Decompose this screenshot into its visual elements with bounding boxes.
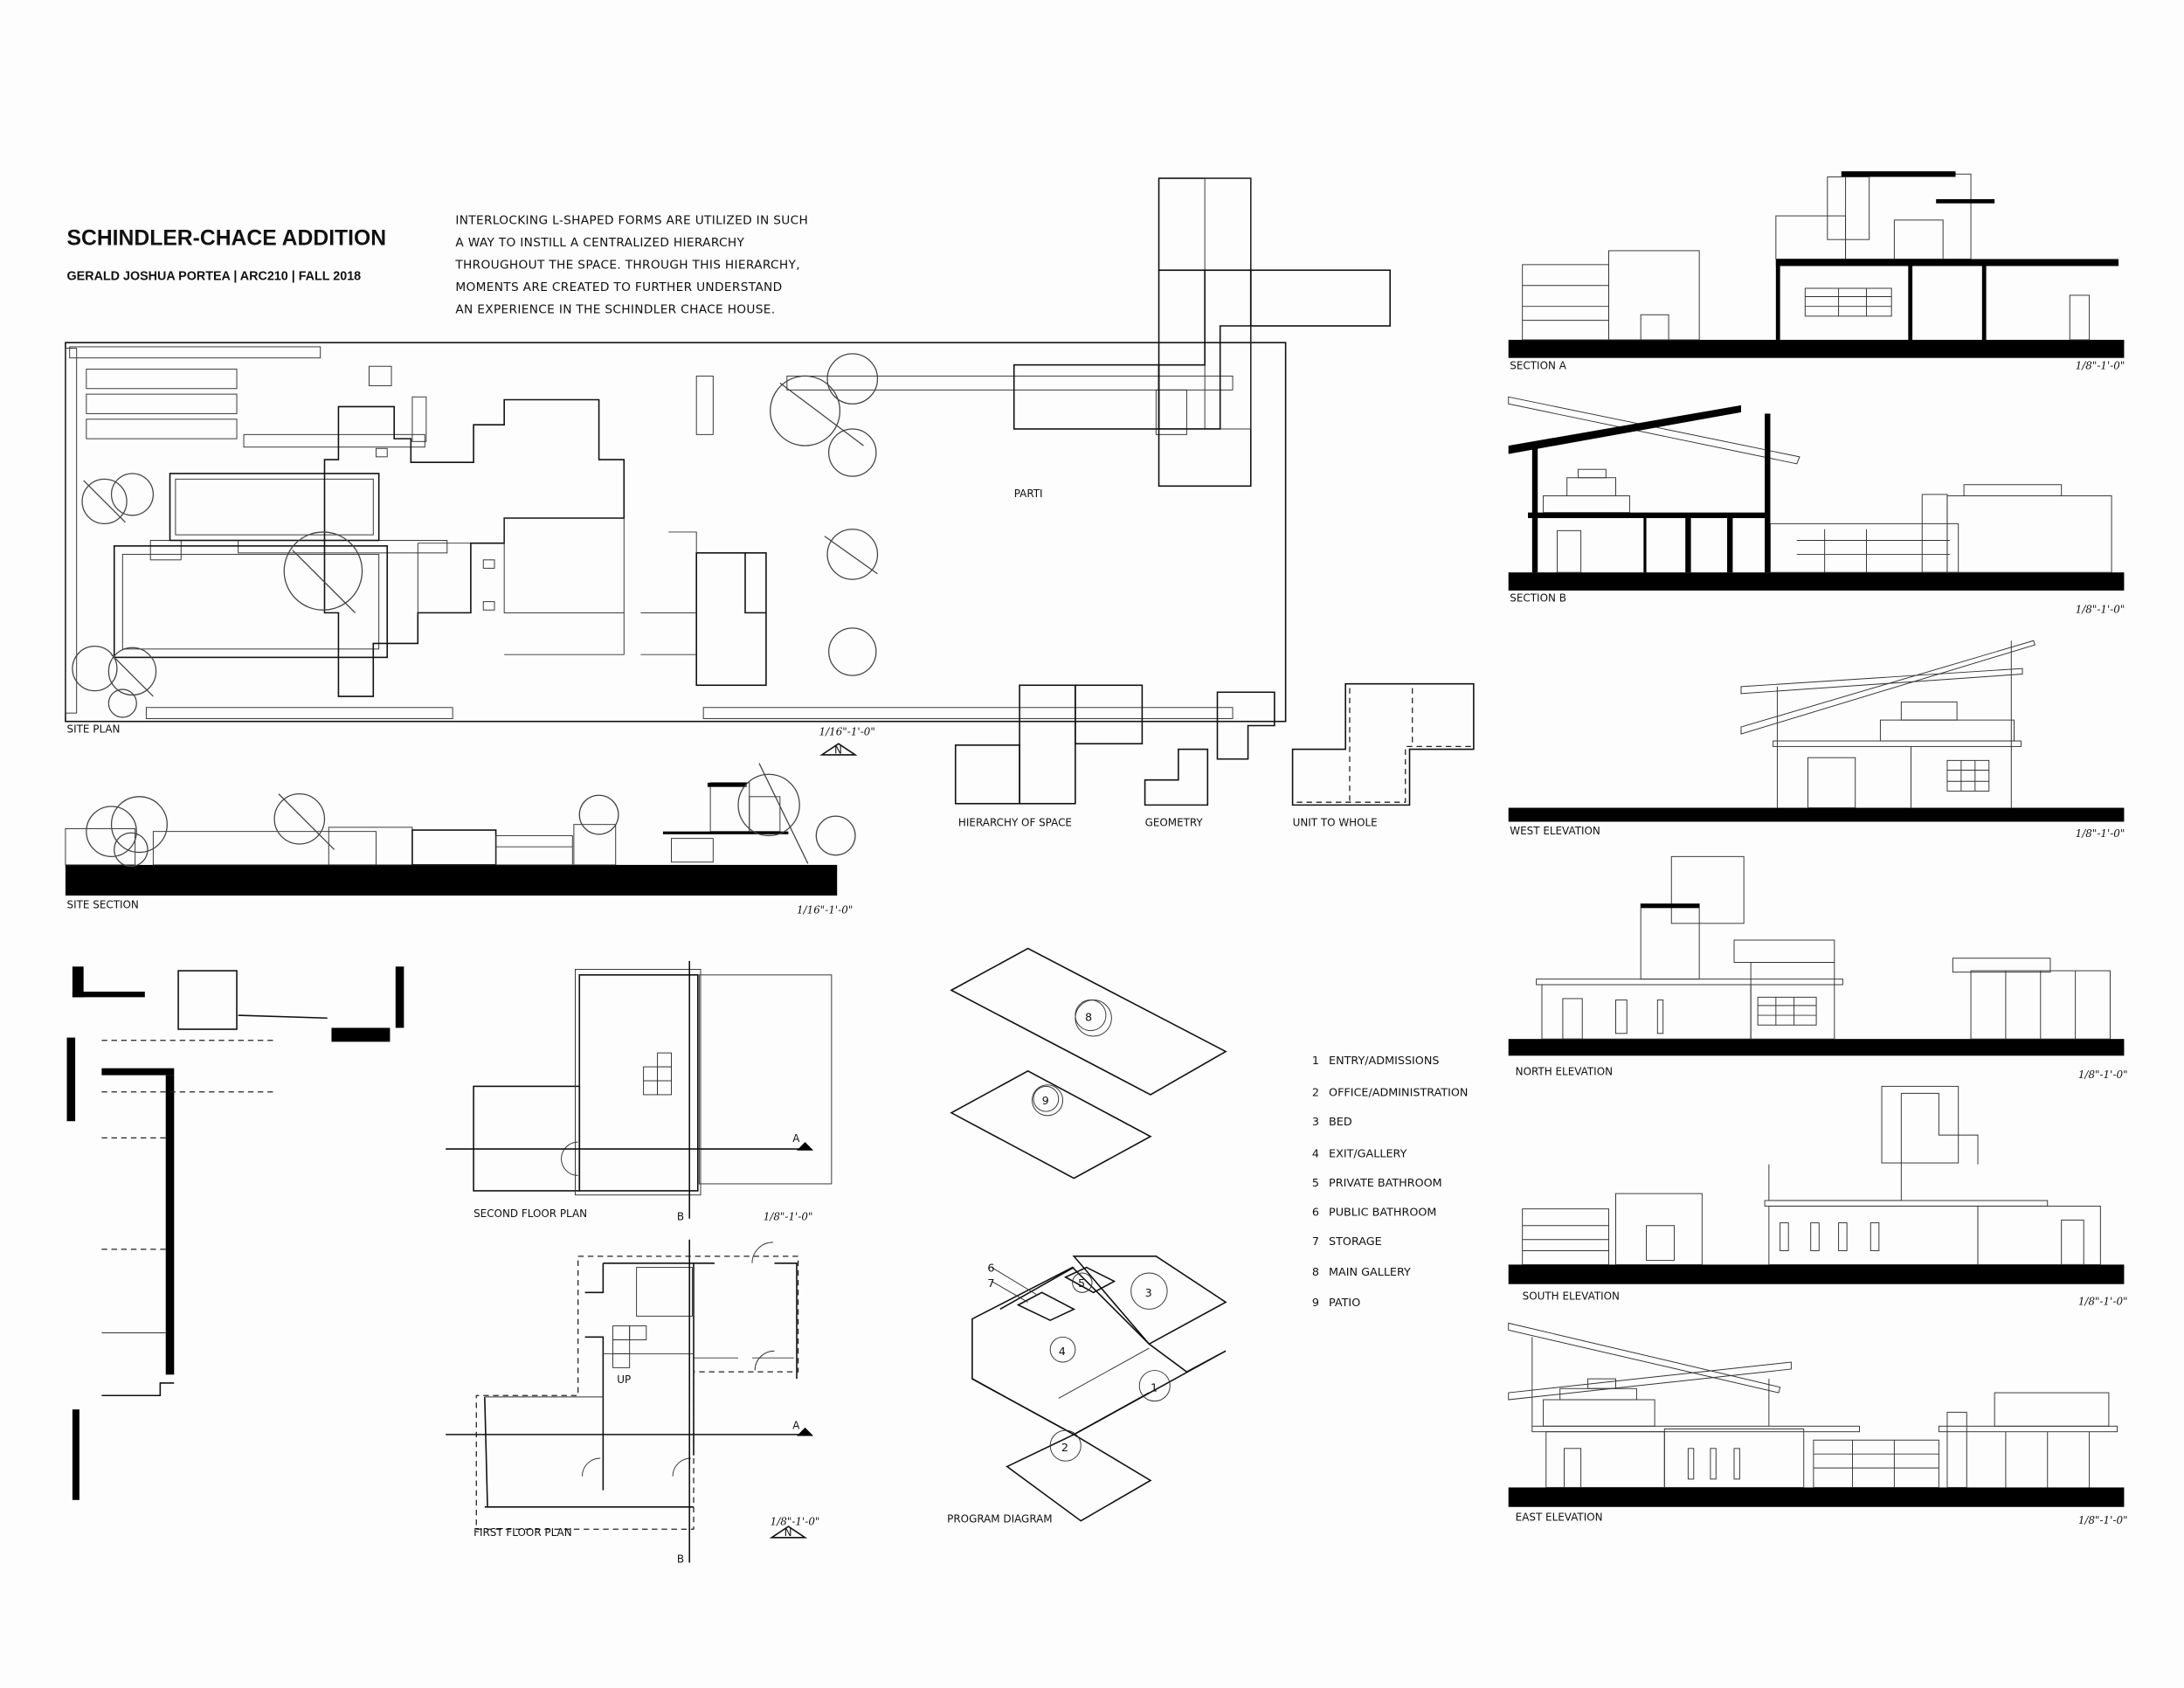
hierarchy-label: HIERARCHY OF SPACE (958, 816, 1072, 828)
legend-item: 2 OFFICE/ADMINISTRATION (1312, 1087, 1469, 1100)
first-floor-scale: 1/8"-1'-0" (771, 1515, 820, 1527)
svg-text:5: 5 (1312, 1177, 1319, 1190)
section-a-scale: 1/8"-1'-0" (2076, 359, 2125, 371)
east-elevation-scale: 1/8"-1'-0" (2078, 1514, 2128, 1526)
program-number: 9 (1042, 1095, 1049, 1108)
cut-line-a-label: A (792, 1420, 800, 1432)
svg-text:1: 1 (1312, 1055, 1319, 1068)
program-legend: 1 ENTRY/ADMISSIONS 2 OFFICE/ADMINISTRATION… (1312, 1055, 1469, 1310)
section-b-scale: 1/8"-1'-0" (2076, 603, 2125, 615)
west-elevation: WEST ELEVATION 1/8"-1'-0" (1508, 640, 2125, 840)
section-a-label: SECTION A (1510, 359, 1566, 371)
west-elevation-scale: 1/8"-1'-0" (2076, 827, 2125, 840)
program-diagram-lower: 6 7 5 3 4 1 2 PROGRAM DIAGRAM (947, 1256, 1227, 1525)
legend-item: 9 PATIO (1312, 1297, 1360, 1310)
legend-item: 6 PUBLIC BATHROOM (1312, 1207, 1437, 1220)
north-arrow-icon: N (819, 743, 858, 756)
svg-text:ENTRY/ADMISSIONS: ENTRY/ADMISSIONS (1329, 1055, 1439, 1068)
statement-line: AN EXPERIENCE IN THE SCHINDLER CHACE HOU… (455, 303, 775, 317)
second-floor-plan: A B SECOND FLOOR PLAN 1/8"-1'-0" (446, 960, 833, 1222)
site-section: SITE SECTION 1/16"-1'-0" (65, 763, 856, 917)
legend-item: 7 STORAGE (1312, 1235, 1382, 1249)
statement-line: MOMENTS ARE CREATED TO FURTHER UNDERSTAN… (455, 280, 782, 294)
section-b-label: SECTION B (1510, 592, 1566, 605)
cut-line-b-label: B (677, 1553, 684, 1566)
program-diagram-upper: 8 9 (950, 947, 1227, 1180)
svg-text:PRIVATE BATHROOM: PRIVATE BATHROOM (1329, 1177, 1442, 1190)
svg-text:N: N (834, 744, 842, 756)
unit-to-whole-diagram: UNIT TO WHOLE (1291, 682, 1475, 828)
parti-label: PARTI (1014, 488, 1043, 500)
svg-text:BED: BED (1329, 1116, 1352, 1129)
east-elevation-label: EAST ELEVATION (1516, 1512, 1603, 1524)
second-floor-label: SECOND FLOOR PLAN (473, 1207, 587, 1220)
first-floor-plan: UP A B FIRST FLOOR PLAN 1/8"-1'-0" N (446, 1239, 820, 1566)
svg-text:4: 4 (1312, 1148, 1319, 1161)
program-number: 4 (1059, 1346, 1066, 1359)
svg-text:9: 9 (1312, 1297, 1319, 1310)
north-arrow-icon: N (769, 1525, 808, 1539)
east-elevation: EAST ELEVATION 1/8"-1'-0" (1508, 1322, 2128, 1526)
north-elevation: NORTH ELEVATION 1/8"-1'-0" (1508, 855, 2128, 1081)
legend-item: 4 EXIT/GALLERY (1312, 1148, 1407, 1161)
parti-diagram: PARTI (1013, 177, 1391, 500)
unit-to-whole-label: UNIT TO WHOLE (1293, 816, 1378, 828)
geometry-label: GEOMETRY (1145, 816, 1204, 828)
legend-item: 8 MAIN GALLERY (1312, 1266, 1411, 1279)
svg-text:STORAGE: STORAGE (1329, 1235, 1382, 1249)
svg-text:N: N (784, 1526, 792, 1539)
south-elevation-scale: 1/8"-1'-0" (2078, 1296, 2128, 1308)
statement-line: INTERLOCKING L-SHAPED FORMS ARE UTILIZED… (455, 214, 808, 228)
partial-plan-fragment (66, 966, 404, 1500)
legend-item: 3 BED (1312, 1116, 1352, 1129)
svg-text:MAIN GALLERY: MAIN GALLERY (1329, 1266, 1411, 1279)
stair-up-label: UP (617, 1373, 631, 1386)
north-elevation-label: NORTH ELEVATION (1516, 1066, 1613, 1078)
program-number: 5 (1078, 1277, 1085, 1290)
program-number: 3 (1145, 1287, 1152, 1300)
first-floor-label: FIRST FLOOR PLAN (473, 1526, 572, 1539)
section-a: SECTION A 1/8"-1'-0" (1508, 171, 2125, 371)
south-elevation-label: SOUTH ELEVATION (1523, 1290, 1620, 1302)
statement-line: A WAY TO INSTILL A CENTRALIZED HIERARCHY (455, 236, 744, 250)
hierarchy-of-space-diagram: HIERARCHY OF SPACE (954, 684, 1144, 828)
program-diagram-label: PROGRAM DIAGRAM (947, 1512, 1052, 1525)
south-elevation: SOUTH ELEVATION 1/8"-1'-0" (1508, 1085, 2128, 1308)
site-plan-scale: 1/16"-1'-0" (819, 726, 875, 738)
svg-text:PUBLIC BATHROOM: PUBLIC BATHROOM (1329, 1207, 1436, 1220)
project-subtitle: GERALD JOSHUA PORTEA | ARC210 | FALL 201… (67, 269, 362, 283)
statement-line: THROUGHOUT THE SPACE. THROUGH THIS HIERA… (454, 259, 800, 273)
site-plan-label: SITE PLAN (67, 723, 121, 735)
svg-text:OFFICE/ADMINISTRATION: OFFICE/ADMINISTRATION (1329, 1087, 1468, 1100)
program-number: 1 (1151, 1381, 1158, 1394)
west-elevation-label: WEST ELEVATION (1510, 825, 1600, 837)
legend-item: 1 ENTRY/ADMISSIONS (1312, 1055, 1440, 1068)
program-number: 6 (987, 1262, 994, 1275)
svg-text:EXIT/GALLERY: EXIT/GALLERY (1329, 1148, 1407, 1161)
site-plan: SITE PLAN 1/16"-1'-0" N (65, 342, 1287, 756)
site-section-label: SITE SECTION (67, 898, 139, 910)
svg-text:6: 6 (1312, 1207, 1319, 1220)
svg-text:7: 7 (1312, 1235, 1319, 1249)
svg-text:8: 8 (1312, 1266, 1319, 1279)
second-floor-scale: 1/8"-1'-0" (764, 1210, 813, 1222)
cut-line-a-label: A (792, 1132, 800, 1145)
program-number: 8 (1085, 1011, 1092, 1024)
svg-text:PATIO: PATIO (1329, 1297, 1360, 1310)
program-number: 7 (987, 1277, 994, 1290)
project-title: SCHINDLER-CHACE ADDITION (67, 227, 387, 251)
tree-symbols (72, 353, 879, 718)
header: SCHINDLER-CHACE ADDITION GERALD JOSHUA P… (67, 214, 808, 317)
geometry-diagram: GEOMETRY (1144, 691, 1275, 828)
section-b: SECTION B 1/8"-1'-0" (1508, 396, 2125, 615)
svg-text:2: 2 (1312, 1087, 1319, 1100)
program-number: 2 (1061, 1442, 1068, 1455)
site-section-scale: 1/16"-1'-0" (797, 904, 853, 917)
north-elevation-scale: 1/8"-1'-0" (2078, 1069, 2128, 1081)
svg-text:3: 3 (1312, 1116, 1319, 1129)
legend-item: 5 PRIVATE BATHROOM (1312, 1177, 1442, 1190)
design-statement: INTERLOCKING L-SHAPED FORMS ARE UTILIZED… (454, 214, 808, 317)
cut-line-b-label: B (677, 1210, 684, 1222)
